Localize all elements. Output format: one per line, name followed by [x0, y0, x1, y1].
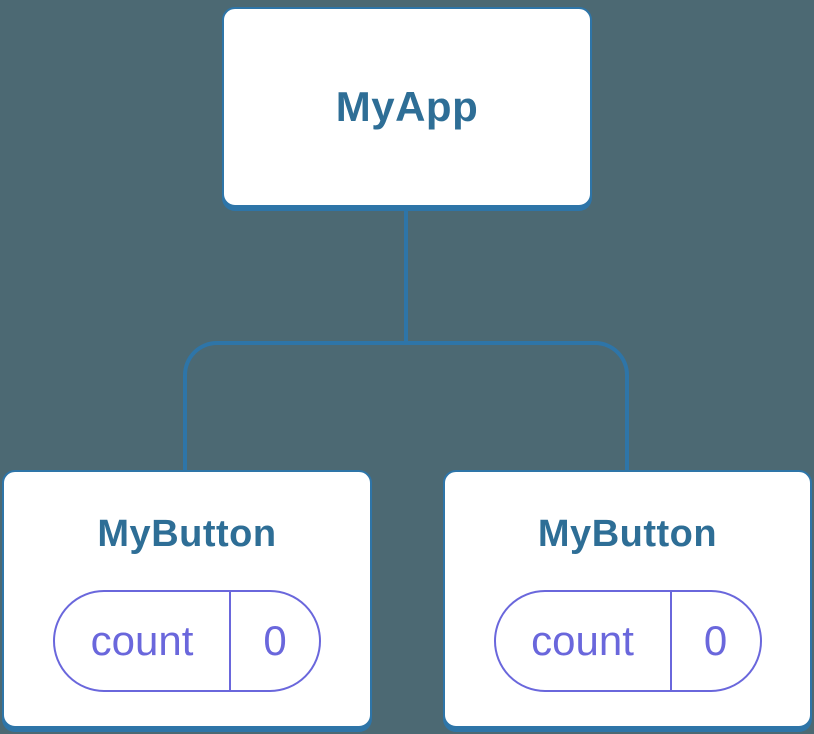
state-pill: count 0 — [53, 589, 321, 692]
node-mybutton-1: MyButton count 0 — [2, 470, 372, 728]
node-mybutton-1-label: MyButton — [97, 513, 277, 555]
connector-stem — [404, 209, 408, 345]
node-mybutton-2: MyButton count 0 — [443, 470, 812, 728]
node-mybutton-2-label: MyButton — [537, 513, 718, 555]
state-pill-value: 0 — [703, 616, 728, 664]
state-pill-label: count — [55, 591, 231, 690]
state-pill: count 0 — [493, 589, 762, 692]
state-pill-value: 0 — [263, 616, 287, 664]
connector-fork — [183, 341, 629, 472]
node-myapp-label: MyApp — [335, 82, 479, 130]
state-pill-label: count — [496, 591, 672, 690]
node-myapp: MyApp — [222, 7, 592, 207]
